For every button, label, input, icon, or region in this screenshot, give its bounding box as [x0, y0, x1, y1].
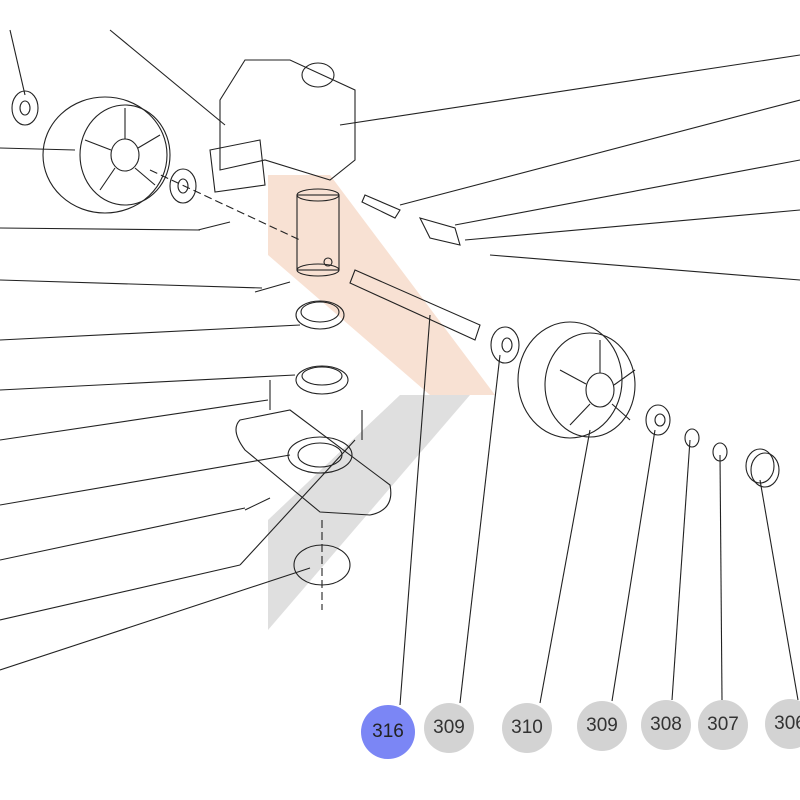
callout-316[interactable]: 316 — [361, 705, 415, 759]
gray-chevron — [268, 395, 470, 630]
callout-309[interactable]: 309 — [424, 703, 474, 753]
callout-307[interactable]: 307 — [698, 700, 748, 750]
orange-chevron — [268, 175, 495, 395]
callout-306[interactable]: 306 — [765, 699, 800, 749]
callout-309-b[interactable]: 309 — [577, 701, 627, 751]
callout-308[interactable]: 308 — [641, 700, 691, 750]
callout-310[interactable]: 310 — [502, 703, 552, 753]
